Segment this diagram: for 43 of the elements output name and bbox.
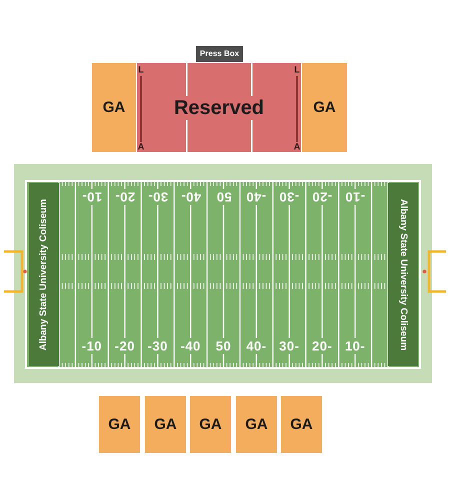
- press-box-label: Press Box: [200, 50, 240, 58]
- yard-number: -40: [246, 190, 267, 204]
- yard-number: -20: [312, 190, 332, 204]
- seating-section: [137, 63, 301, 152]
- section-name: GA: [245, 417, 268, 432]
- seating-section: [281, 396, 322, 453]
- end-zone: [29, 183, 59, 366]
- seating-section: [99, 396, 140, 453]
- end-zone-text: Albany State University Coliseum: [398, 198, 408, 350]
- seating-section: [92, 63, 136, 152]
- section-name: GA: [102, 100, 126, 115]
- row-letter: A: [138, 142, 144, 152]
- yard-number: 20-: [312, 340, 332, 352]
- yard-number: 10-: [344, 340, 366, 352]
- yard-number: -30: [279, 190, 300, 204]
- yard-number: 50: [216, 340, 232, 352]
- yard-number: 30-: [279, 340, 300, 352]
- yard-number: -10: [344, 190, 366, 204]
- end-zone-text: Albany State University Coliseum: [39, 198, 49, 350]
- end-zone: [388, 183, 418, 366]
- row-letter: L: [294, 66, 300, 74]
- yard-number: 50: [216, 190, 232, 204]
- seating-section: [302, 63, 347, 152]
- section-name: GA: [313, 100, 336, 115]
- yard-number: -40: [180, 340, 201, 352]
- row-letter: L: [138, 66, 144, 74]
- yard-number: 20-: [114, 190, 135, 204]
- row-letter: A: [294, 142, 300, 152]
- seating-section: [190, 396, 231, 453]
- section-name: GA: [199, 417, 222, 432]
- seating-section: [236, 396, 277, 453]
- yard-number: 40-: [246, 340, 267, 352]
- yard-number: -30: [148, 340, 168, 352]
- section-name: GA: [108, 417, 131, 432]
- yard-number: -10: [82, 340, 102, 352]
- section-name: GA: [290, 417, 313, 432]
- section-name: GA: [154, 417, 177, 432]
- press-box: [196, 46, 243, 62]
- yard-number: 40-: [180, 190, 201, 204]
- yard-number: -20: [114, 340, 135, 352]
- seating-section: [145, 396, 186, 453]
- yard-number: 10-: [82, 190, 102, 204]
- yard-number: 30-: [148, 190, 168, 204]
